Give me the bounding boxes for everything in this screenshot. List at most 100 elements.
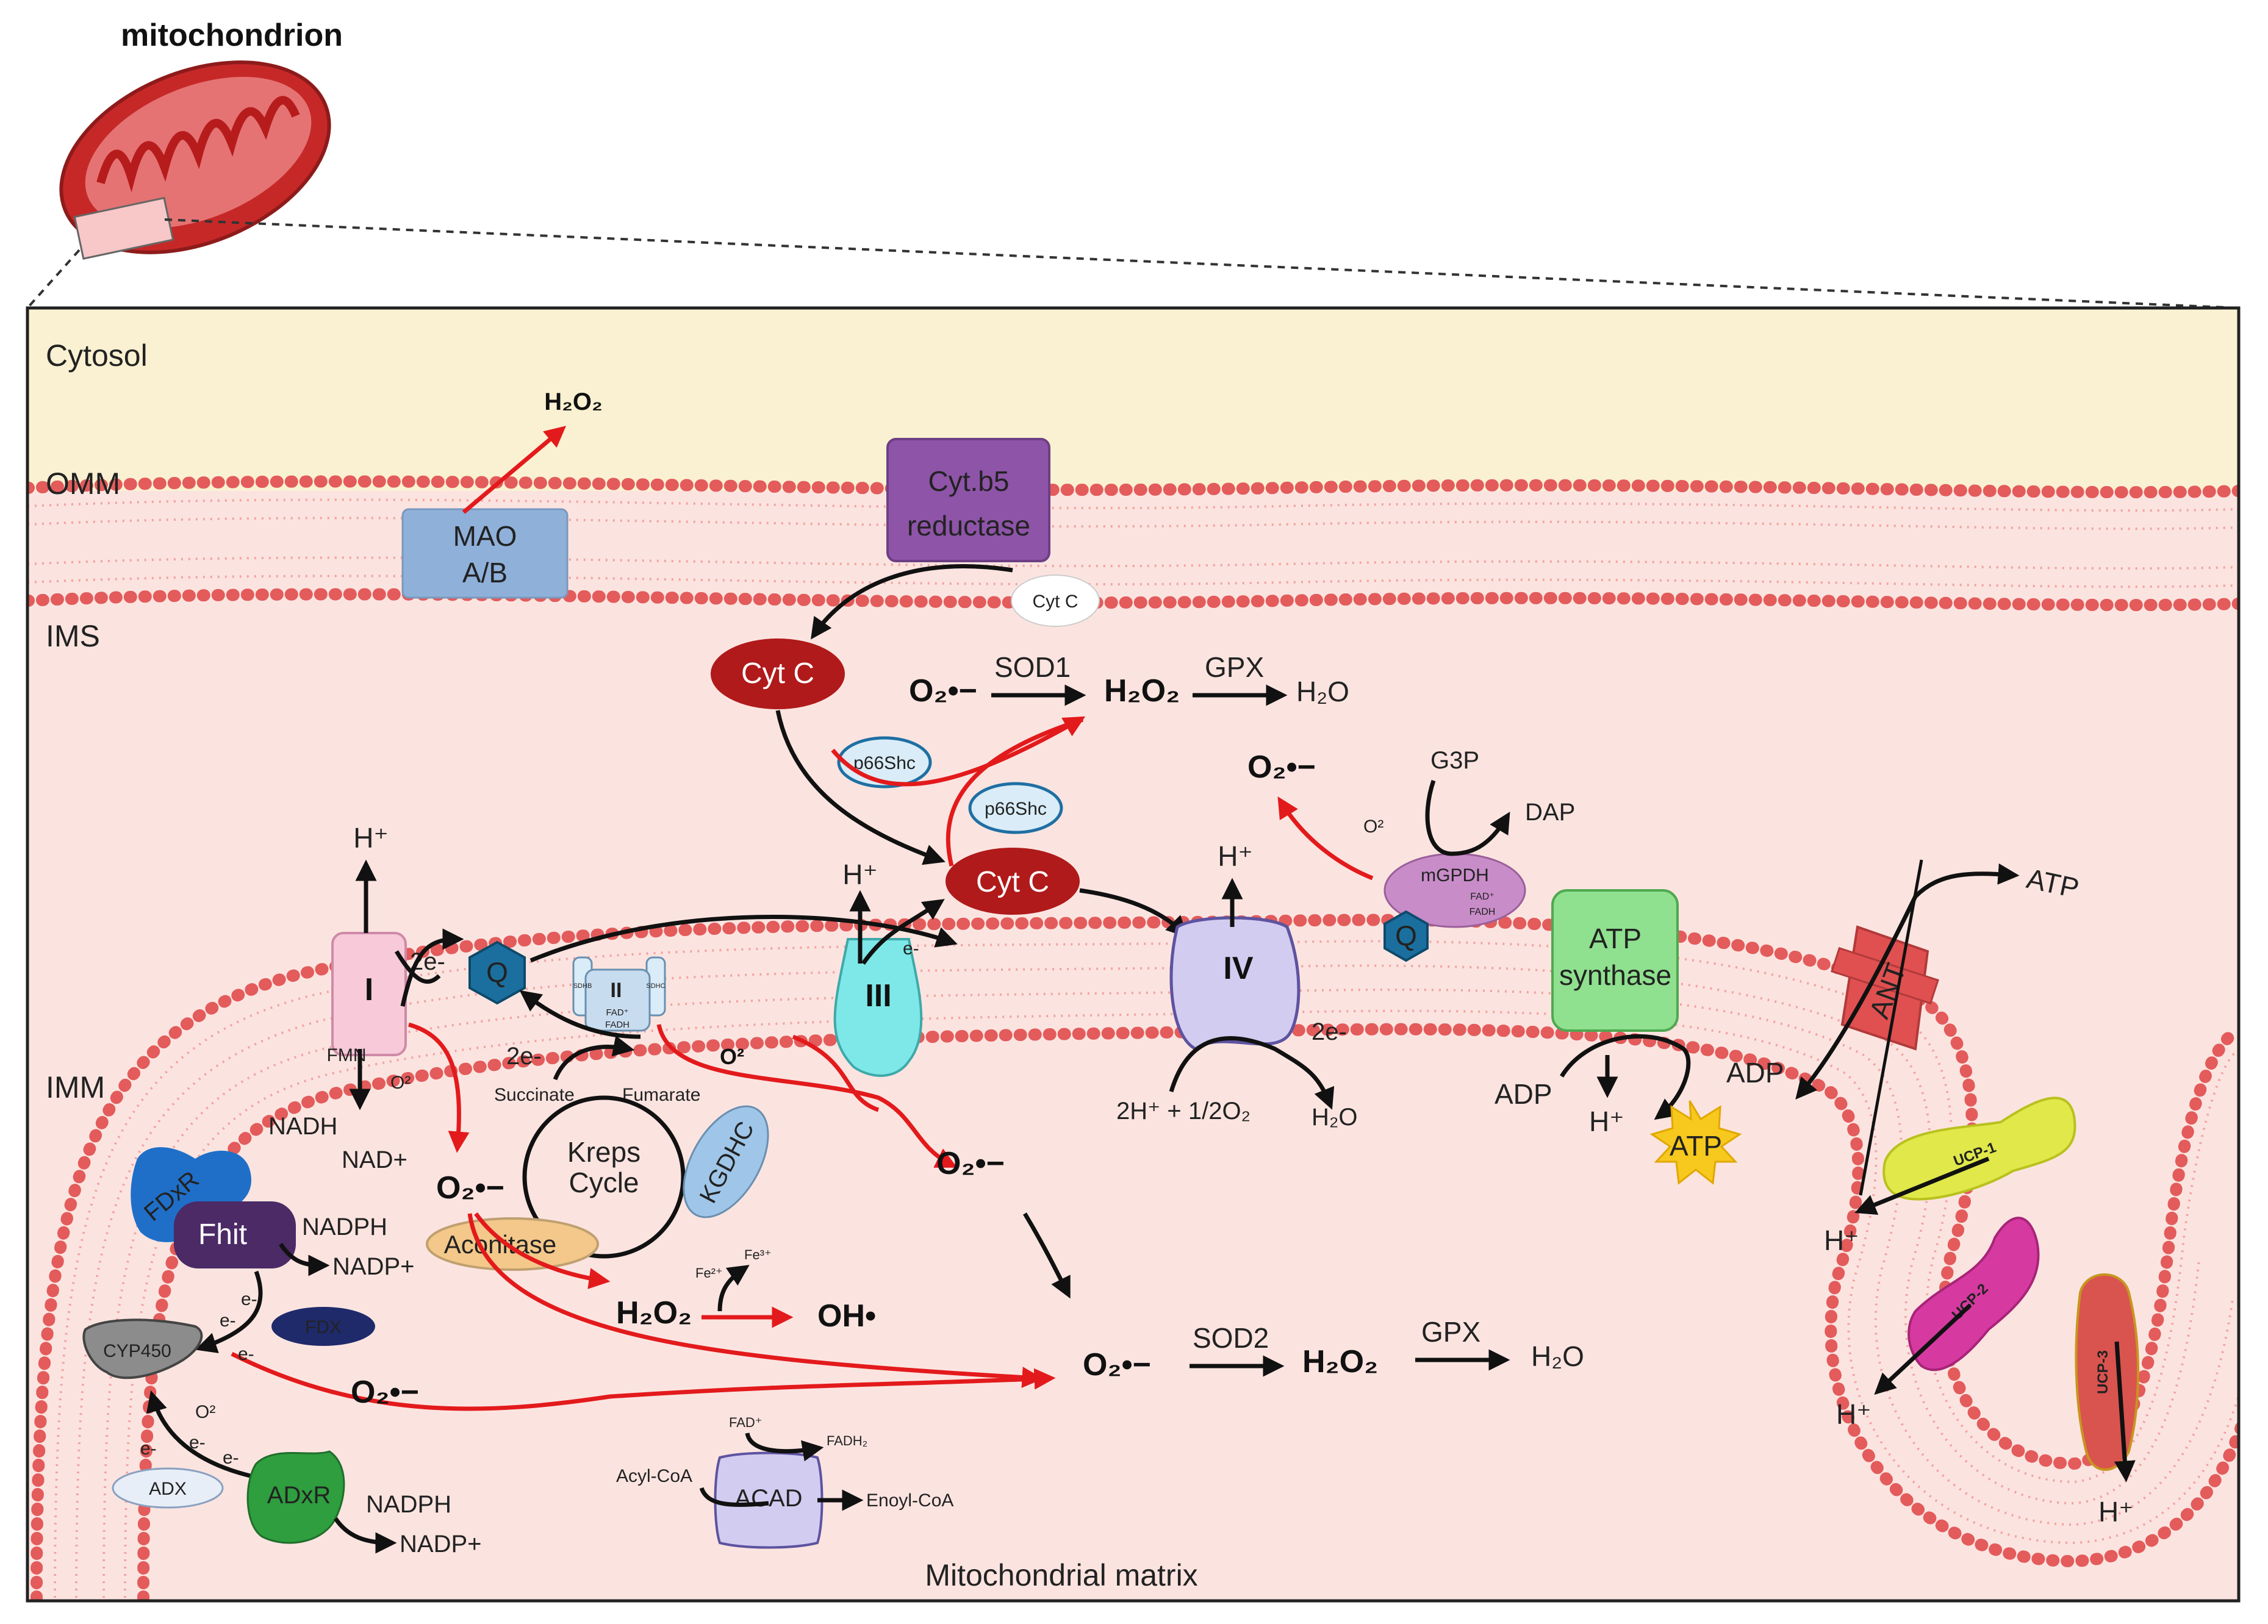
label-h-c3: H⁺: [842, 859, 878, 890]
atp-synthase-line1: ATP: [1589, 923, 1642, 954]
arrow-cyp-o2: [231, 1351, 1056, 1411]
cytc-ims: [711, 639, 845, 709]
kreps-line2: Cycle: [569, 1167, 639, 1198]
cytb5-line2: reductase: [907, 510, 1030, 542]
arrow-c3-cytc: [861, 899, 945, 965]
complex-ii-label: II: [611, 979, 622, 1002]
arrow-fhit-cyp: [195, 1270, 263, 1353]
cytc-small: [1011, 574, 1100, 627]
label-2h-o2: 2H⁺ + 1/2O₂: [1116, 1098, 1251, 1125]
label-dap: DAP: [1525, 799, 1575, 826]
label-e4: e-: [140, 1439, 157, 1459]
label-h-atps: H⁺: [1589, 1106, 1624, 1137]
arrow-adxr-cyp: [146, 1390, 251, 1478]
complex-ii-fad: FAD⁺: [606, 1007, 628, 1018]
label-2e-c4: 2e-: [1312, 1018, 1347, 1045]
label-o2rad-c1: O₂•−: [436, 1170, 504, 1206]
label-adp-ant: ADP: [1726, 1057, 1784, 1089]
arrow-adp-atp: [1560, 1034, 1691, 1120]
p66shc-b: [968, 782, 1063, 834]
label-h-ucp2: H⁺: [1836, 1398, 1871, 1430]
arrow-ant: [1795, 863, 2020, 1100]
arrow-mgpdh-o2: [1277, 796, 1374, 881]
label-fe3: Fe³⁺: [744, 1247, 772, 1262]
zone-cytosol: Cytosol: [46, 338, 148, 373]
label-acylcoa: Acyl-CoA: [616, 1466, 692, 1486]
atp-synthase-line2: synthase: [1559, 959, 1671, 991]
label-nadh: NADH: [268, 1113, 337, 1140]
acad-label: ACAD: [734, 1485, 802, 1512]
label-h2o2-acon: H₂O₂: [616, 1295, 692, 1331]
sdhc-label: SDHC: [646, 982, 665, 990]
zoom-line-right: [164, 218, 2239, 309]
arrow-mao-h2o2: [462, 426, 567, 514]
label-h-ucp3: H⁺: [2098, 1496, 2134, 1528]
label-nadp-fhit: NADP+: [332, 1253, 415, 1280]
ucp3-label: UCP-3: [2095, 1350, 2111, 1394]
cytosol-area: [27, 308, 2239, 491]
label-h2o-c4: H₂O: [1312, 1104, 1358, 1131]
label-e2: e-: [220, 1311, 236, 1331]
label-nadph-fhit: NADPH: [302, 1214, 387, 1240]
arrow-cytc-civ: [1079, 888, 1188, 938]
fdxr: [131, 1147, 251, 1242]
mao-line2: A/B: [462, 557, 508, 588]
complex-iii-label: III: [865, 978, 891, 1014]
label-oh: OH•: [817, 1298, 876, 1334]
arrow-cytc-ims-mem: [775, 710, 946, 865]
zoom-line-left: [26, 249, 81, 309]
label-gpx-ims: GPX: [1205, 651, 1264, 683]
label-nad: NAD+: [342, 1146, 407, 1173]
label-o2rad-cyp: O₂•−: [351, 1375, 419, 1410]
mao-line1: MAO: [453, 520, 517, 552]
label-succinate: Succinate: [494, 1085, 575, 1105]
p66shc-b-label: p66Shc: [985, 799, 1047, 819]
kreps-line1: Kreps: [567, 1136, 641, 1168]
mgpdh-label: mGPDH: [1421, 865, 1489, 885]
arrow-nadph-adxr: [334, 1517, 397, 1554]
label-o2-ims: O₂•−: [909, 673, 977, 709]
label-atp-star: ATP: [1670, 1130, 1722, 1162]
label-e-c3: e-: [903, 939, 919, 959]
complex-iv: [1169, 916, 1301, 1051]
label-e3: e-: [238, 1344, 254, 1364]
arrow-o2-to-sod2: [1022, 1212, 1071, 1299]
label-o2rad-c3: O₂•−: [936, 1146, 1005, 1181]
complex-iii: [833, 938, 923, 1077]
arrow-c2-o2rad: [656, 1024, 958, 1168]
complex-iv-label: IV: [1223, 951, 1253, 986]
label-h-c1: H⁺: [353, 822, 389, 854]
aconitase: [426, 1217, 599, 1271]
atp-synthase: [1551, 889, 1679, 1032]
label-o2-c1: O²: [390, 1073, 411, 1093]
arrow-c1-q: [400, 928, 464, 1007]
label-fadh2-acad: FADH₂: [827, 1433, 867, 1448]
kreps-cycle: [522, 1095, 686, 1259]
arrow-c3-red: [792, 1034, 880, 1112]
acad: [714, 1451, 824, 1549]
arrow-c1-o2rad: [408, 1022, 470, 1153]
ucp-1: [1882, 1096, 2076, 1201]
arrow-nadph-fhit: [279, 1243, 330, 1276]
title: mitochondrion: [121, 18, 343, 53]
label-e6: e-: [223, 1448, 239, 1468]
label-h2o2-ims: H₂O₂: [1104, 673, 1180, 709]
adx-label: ADX: [149, 1479, 187, 1499]
arrow-q-c3: [529, 915, 958, 963]
label-h-ucp1: H⁺: [1824, 1225, 1859, 1256]
zoom-frame: [26, 306, 2241, 1603]
complex-i-label: I: [365, 972, 373, 1007]
label-fumarate: Fumarate: [622, 1085, 700, 1105]
label-adp-atps: ADP: [1495, 1078, 1552, 1110]
fhit: [174, 1201, 296, 1268]
arrow-aconitase-h2o2: [474, 1212, 611, 1289]
p66shc-a-label: p66Shc: [853, 753, 916, 773]
mgpdh-fad: FAD⁺: [1470, 892, 1495, 902]
zone-ims: IMS: [46, 619, 100, 653]
label-o2-cyp: O²: [195, 1402, 215, 1422]
q2: [1383, 910, 1429, 962]
arrow-p66-h2o2: [831, 716, 1086, 787]
arrow-cytc-p66: [946, 717, 1084, 867]
